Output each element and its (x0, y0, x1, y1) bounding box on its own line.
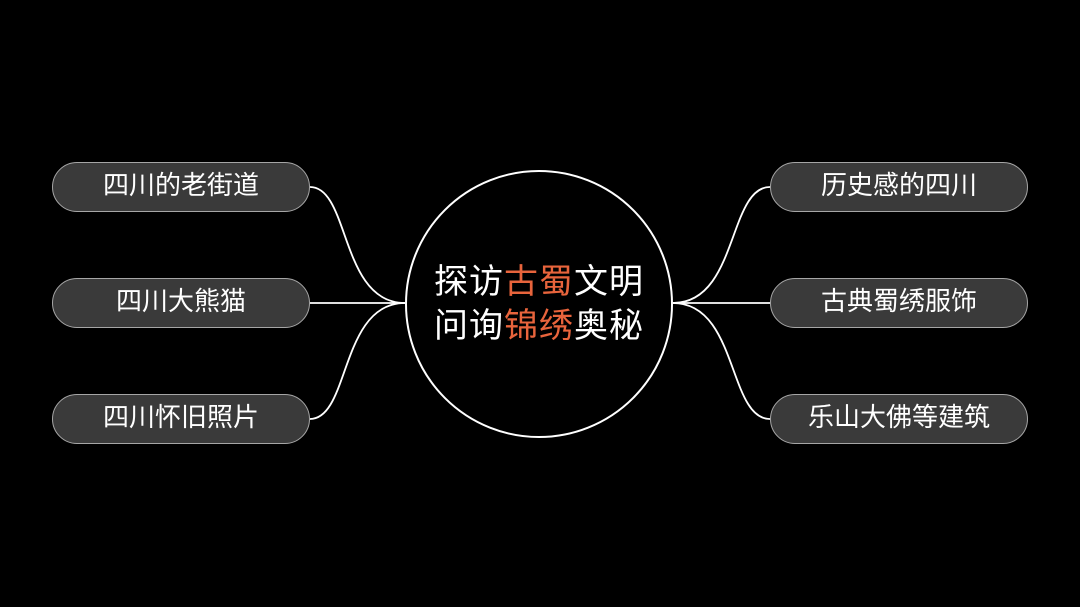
connector-left-2 (309, 302, 406, 420)
branch-node-left-3: 四川怀旧照片 (52, 394, 310, 444)
branch-node-right-1: 历史感的四川 (770, 162, 1028, 212)
center-text-2c: 奥秘 (574, 306, 644, 346)
connector-right-2 (672, 302, 771, 420)
center-text-1c: 文明 (574, 262, 644, 302)
center-text-1a: 探访 (434, 262, 504, 302)
center-text-2a: 问询 (434, 306, 504, 346)
center-text-2b-highlight: 锦绣 (504, 306, 574, 346)
center-topic-line-2: 问询锦绣奥秘 (434, 304, 644, 348)
branch-node-right-2: 古典蜀绣服饰 (770, 278, 1028, 328)
branch-node-right-3: 乐山大佛等建筑 (770, 394, 1028, 444)
branch-node-left-2: 四川大熊猫 (52, 278, 310, 328)
connector-left-0 (309, 186, 406, 304)
connector-right-0 (672, 186, 771, 304)
center-text-1b-highlight: 古蜀 (504, 262, 574, 302)
center-topic-line-1: 探访古蜀文明 (434, 260, 644, 304)
center-topic: 探访古蜀文明 问询锦绣奥秘 (405, 170, 673, 438)
branch-node-left-1: 四川的老街道 (52, 162, 310, 212)
